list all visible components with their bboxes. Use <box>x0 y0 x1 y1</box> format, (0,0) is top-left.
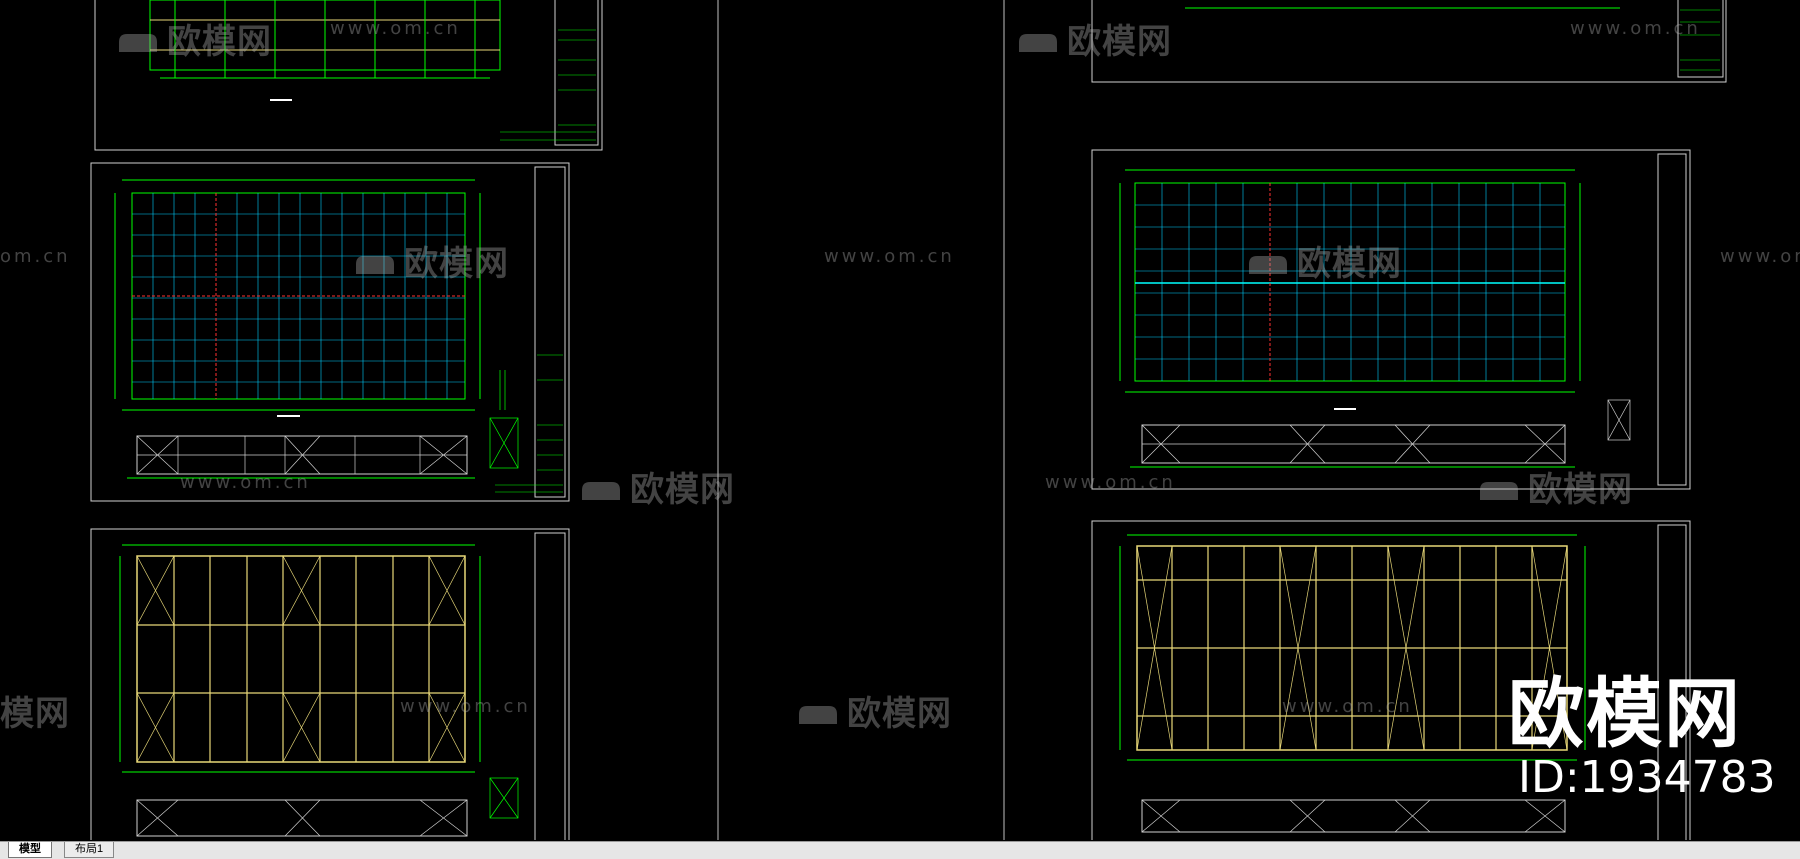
sofa-icon <box>119 34 157 52</box>
watermark-url-partial: om.cn <box>0 246 71 267</box>
watermark-logo: 欧模网 <box>352 236 509 285</box>
brand-watermark: 欧模网 <box>1508 669 1742 758</box>
watermark-logo: 欧模网 <box>1015 14 1172 63</box>
sheet-bottom-left[interactable] <box>90 528 570 850</box>
watermark-logo-partial: 模网 <box>0 694 70 734</box>
watermark-url: www.om.cn <box>1045 472 1176 493</box>
watermark-url: www.om.cn <box>180 472 311 493</box>
sheet-top-right[interactable] <box>1091 0 1727 83</box>
sheet-middle-right[interactable] <box>1091 149 1691 490</box>
watermark-url: www.om.cn <box>1720 246 1800 267</box>
watermark-logo: 欧模网 <box>795 686 952 735</box>
tab-model[interactable]: 模型 <box>8 842 52 858</box>
watermark-logo: 欧模网 <box>578 462 735 511</box>
watermark-logo: 欧模网 <box>115 14 272 63</box>
watermark-url: www.om.cn <box>824 246 955 267</box>
watermark-url: www.om.cn <box>1282 696 1413 717</box>
sofa-icon <box>799 706 837 724</box>
sheet-bottom-right[interactable] <box>1091 520 1691 852</box>
sofa-icon <box>582 482 620 500</box>
sheet-middle-left[interactable] <box>90 162 570 502</box>
watermark-logo: 欧模网 <box>1476 462 1633 511</box>
watermark-url: www.om.cn <box>330 18 461 39</box>
sofa-icon <box>1019 34 1057 52</box>
brand-id: ID:1934783 <box>1518 752 1776 803</box>
sofa-icon <box>1249 256 1287 274</box>
sheet-top-left[interactable] <box>94 0 603 151</box>
layout-tab-bar: 模型 布局1 <box>0 841 1800 859</box>
sofa-icon <box>1480 482 1518 500</box>
watermark-logo: 欧模网 <box>1245 236 1402 285</box>
watermark-url: www.om.cn <box>1570 18 1701 39</box>
sofa-icon <box>356 256 394 274</box>
watermark-url: www.om.cn <box>400 696 531 717</box>
tab-layout1[interactable]: 布局1 <box>64 842 115 858</box>
